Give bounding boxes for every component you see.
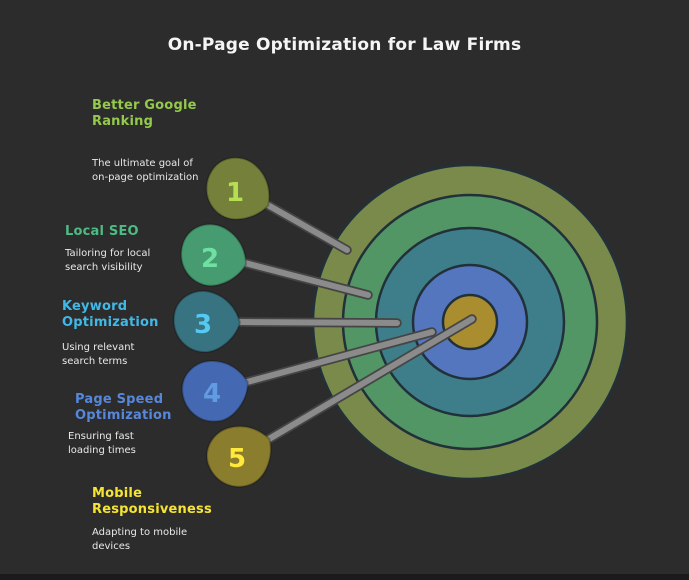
- marker-blob-4: [181, 359, 249, 423]
- marker-blob-1: [205, 156, 271, 221]
- item-label-keyword-optimization: Keyword Optimization: [62, 299, 159, 330]
- item-description-better-google-ranking: The ultimate goal of on-page optimizatio…: [92, 158, 199, 183]
- connector-5: [266, 316, 475, 442]
- page-title: On-Page Optimization for Law Firms: [167, 35, 522, 55]
- connector-lines: [237, 201, 475, 442]
- connector-2: [242, 260, 371, 298]
- item-label-page-speed-optimization: Page Speed Optimization: [75, 392, 172, 423]
- item-label-mobile-responsiveness: Mobile Responsiveness: [92, 486, 212, 517]
- marker-blob-2: [180, 223, 247, 287]
- marker-number-2: 2: [201, 244, 219, 274]
- item-label-better-google-ranking: Better Google Ranking: [92, 98, 197, 129]
- marker-number-5: 5: [228, 444, 246, 474]
- connector-3: [237, 319, 400, 326]
- marker-blob-3: [172, 290, 242, 353]
- marker-number-1: 1: [226, 178, 244, 208]
- item-description-local-seo: Tailoring for local search visibility: [65, 248, 151, 273]
- connector-1: [263, 201, 350, 253]
- item-description-page-speed-optimization: Ensuring fast loading times: [68, 431, 136, 456]
- item-description-mobile-responsiveness: Adapting to mobile devices: [92, 527, 188, 552]
- bottom-border-bar: [0, 574, 689, 580]
- item-label-local-seo: Local SEO: [65, 224, 139, 239]
- marker-blob-5: [205, 425, 272, 488]
- marker-number-3: 3: [194, 310, 212, 340]
- item-description-keyword-optimization: Using relevant search terms: [62, 342, 135, 367]
- connector-4: [244, 329, 435, 385]
- marker-number-4: 4: [203, 379, 221, 409]
